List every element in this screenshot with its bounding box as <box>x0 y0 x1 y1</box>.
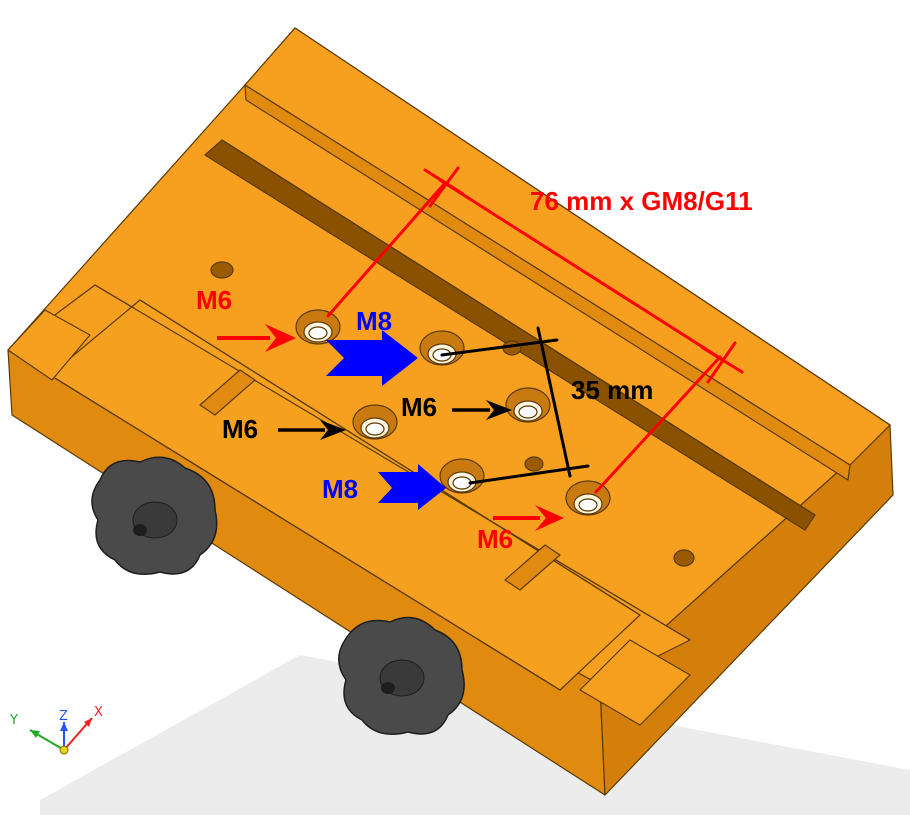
dim-76-line <box>438 178 725 362</box>
knob-right-center <box>381 682 395 694</box>
dim-35-ext-bottom <box>468 464 590 485</box>
dim-76-tick-left-cross <box>428 166 460 208</box>
knob-left-center <box>133 524 147 536</box>
knob-left <box>91 456 218 575</box>
label-m6-bottom-right: M6 <box>477 524 513 554</box>
front-rail-mid-notch-2 <box>504 544 561 591</box>
hole-m8-bottom <box>439 458 485 494</box>
label-m8-top: M8 <box>356 306 392 336</box>
arrow-m6-top-left <box>217 324 296 352</box>
coordinate-triad: Y Z X <box>9 705 103 755</box>
dimension-35mm <box>440 326 590 485</box>
hole-m6-middle <box>505 387 551 423</box>
front-rail-mid-notch <box>199 369 256 416</box>
arrow-m8-top <box>326 330 418 386</box>
ground-shadow <box>40 655 910 815</box>
front-rail-left-block <box>7 309 91 381</box>
holes <box>210 261 695 567</box>
t-slot-groove <box>203 139 816 531</box>
hole-m8-top <box>419 330 465 366</box>
label-m6-top-left: M6 <box>196 285 232 315</box>
arrow-m8-bottom <box>378 464 446 510</box>
triad-origin <box>59 745 69 755</box>
dimension-76mm <box>326 166 744 494</box>
dim-76-extension-left <box>326 181 447 318</box>
label-m6-center: M6 <box>222 414 258 444</box>
label-m6-middle: M6 <box>401 392 437 422</box>
dimension-76mm-label: 76 mm x GM8/G11 <box>530 186 753 216</box>
small-hole-4 <box>673 549 695 567</box>
dimension-35mm-label: 35 mm <box>571 375 653 405</box>
dim-35-ext-top <box>440 338 559 357</box>
front-rail-right-block <box>579 639 691 726</box>
knob-right <box>338 616 465 735</box>
hole-m6-top-left <box>295 309 341 345</box>
arrow-m6-middle <box>452 400 512 420</box>
hole-m6-center <box>352 404 398 440</box>
triad-x-label: X <box>94 705 103 720</box>
dim-76-tick-right-cross <box>706 341 737 384</box>
small-hole-1 <box>210 261 234 279</box>
dim-35-line <box>536 326 572 478</box>
arrow-m6-bottom-right <box>493 505 564 531</box>
arrow-m6-center <box>278 420 346 440</box>
label-m8-bottom: M8 <box>322 474 358 504</box>
dim-76-extension-right <box>594 355 722 494</box>
triad-z-label: Z <box>59 709 68 724</box>
triad-y-label: Y <box>9 713 18 728</box>
front-rail <box>7 284 691 726</box>
small-hole-3 <box>524 456 544 472</box>
